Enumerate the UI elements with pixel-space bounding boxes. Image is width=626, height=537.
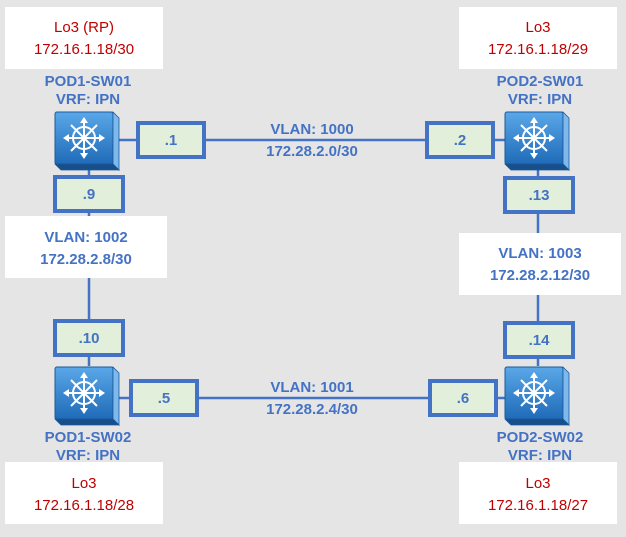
- switch-name-pod1-sw02: POD1-SW02: [45, 429, 132, 446]
- loopback-title: Lo3: [525, 19, 550, 36]
- interface-ip-label: .9: [83, 186, 96, 203]
- loopback-title: Lo3: [71, 475, 96, 492]
- switch-name-pod2-sw02: POD2-SW02: [497, 429, 584, 446]
- loopback-title: Lo3 (RP): [54, 19, 114, 36]
- interface-ip-box-9[interactable]: .9: [53, 175, 125, 213]
- vlan-label-left: VLAN: 1002: [44, 229, 127, 246]
- vrf-label-pod2-sw02: VRF: IPN: [508, 447, 572, 464]
- subnet-label-bottom: 172.28.2.4/30: [266, 401, 358, 418]
- vlan-box-left: VLAN: 1002 172.28.2.8/30: [5, 216, 167, 278]
- vrf-label-pod1-sw02: VRF: IPN: [56, 447, 120, 464]
- interface-ip-box-1[interactable]: .1: [136, 121, 206, 159]
- interface-ip-box-13[interactable]: .13: [503, 176, 575, 214]
- switch-name-pod1-sw01: POD1-SW01: [45, 73, 132, 90]
- vlan-label-right: VLAN: 1003: [498, 245, 581, 262]
- loopback-box-pod2-sw01: Lo3 172.16.1.18/29: [459, 7, 617, 69]
- interface-ip-box-2[interactable]: .2: [425, 121, 495, 159]
- switch-name-pod2-sw01: POD2-SW01: [497, 73, 584, 90]
- subnet-label-top: 172.28.2.0/30: [266, 143, 358, 160]
- switch-icon-pod1-sw02[interactable]: [54, 366, 120, 426]
- loopback-ip: 172.16.1.18/28: [34, 497, 134, 514]
- switch-icon-pod1-sw01[interactable]: [54, 111, 120, 171]
- loopback-title: Lo3: [525, 475, 550, 492]
- interface-ip-label: .6: [457, 390, 470, 407]
- interface-ip-box-14[interactable]: .14: [503, 321, 575, 359]
- switch-icon-pod2-sw01[interactable]: [504, 111, 570, 171]
- interface-ip-label: .5: [158, 390, 171, 407]
- vlan-label-bottom: VLAN: 1001: [270, 379, 353, 396]
- subnet-label-right: 172.28.2.12/30: [490, 267, 590, 284]
- vlan-label-top: VLAN: 1000: [270, 121, 353, 138]
- interface-ip-label: .14: [529, 332, 551, 349]
- vrf-label-pod1-sw01: VRF: IPN: [56, 91, 120, 108]
- interface-ip-label: .13: [529, 187, 550, 204]
- interface-ip-label: .10: [79, 330, 100, 347]
- loopback-box-pod2-sw02: Lo3 172.16.1.18/27: [459, 462, 617, 524]
- interface-ip-box-10[interactable]: .10: [53, 319, 125, 357]
- interface-ip-box-6[interactable]: .6: [428, 379, 498, 417]
- switch-icon-pod2-sw02[interactable]: [504, 366, 570, 426]
- loopback-ip: 172.16.1.18/30: [34, 41, 134, 58]
- interface-ip-box-5[interactable]: .5: [129, 379, 199, 417]
- vlan-box-right: VLAN: 1003 172.28.2.12/30: [459, 233, 621, 295]
- subnet-label-left: 172.28.2.8/30: [40, 251, 132, 268]
- loopback-box-pod1-sw01: Lo3 (RP) 172.16.1.18/30: [5, 7, 163, 69]
- loopback-ip: 172.16.1.18/29: [488, 41, 588, 58]
- interface-ip-label: .1: [165, 132, 178, 149]
- loopback-ip: 172.16.1.18/27: [488, 497, 588, 514]
- loopback-box-pod1-sw02: Lo3 172.16.1.18/28: [5, 462, 163, 524]
- interface-ip-label: .2: [454, 132, 467, 149]
- vrf-label-pod2-sw01: VRF: IPN: [508, 91, 572, 108]
